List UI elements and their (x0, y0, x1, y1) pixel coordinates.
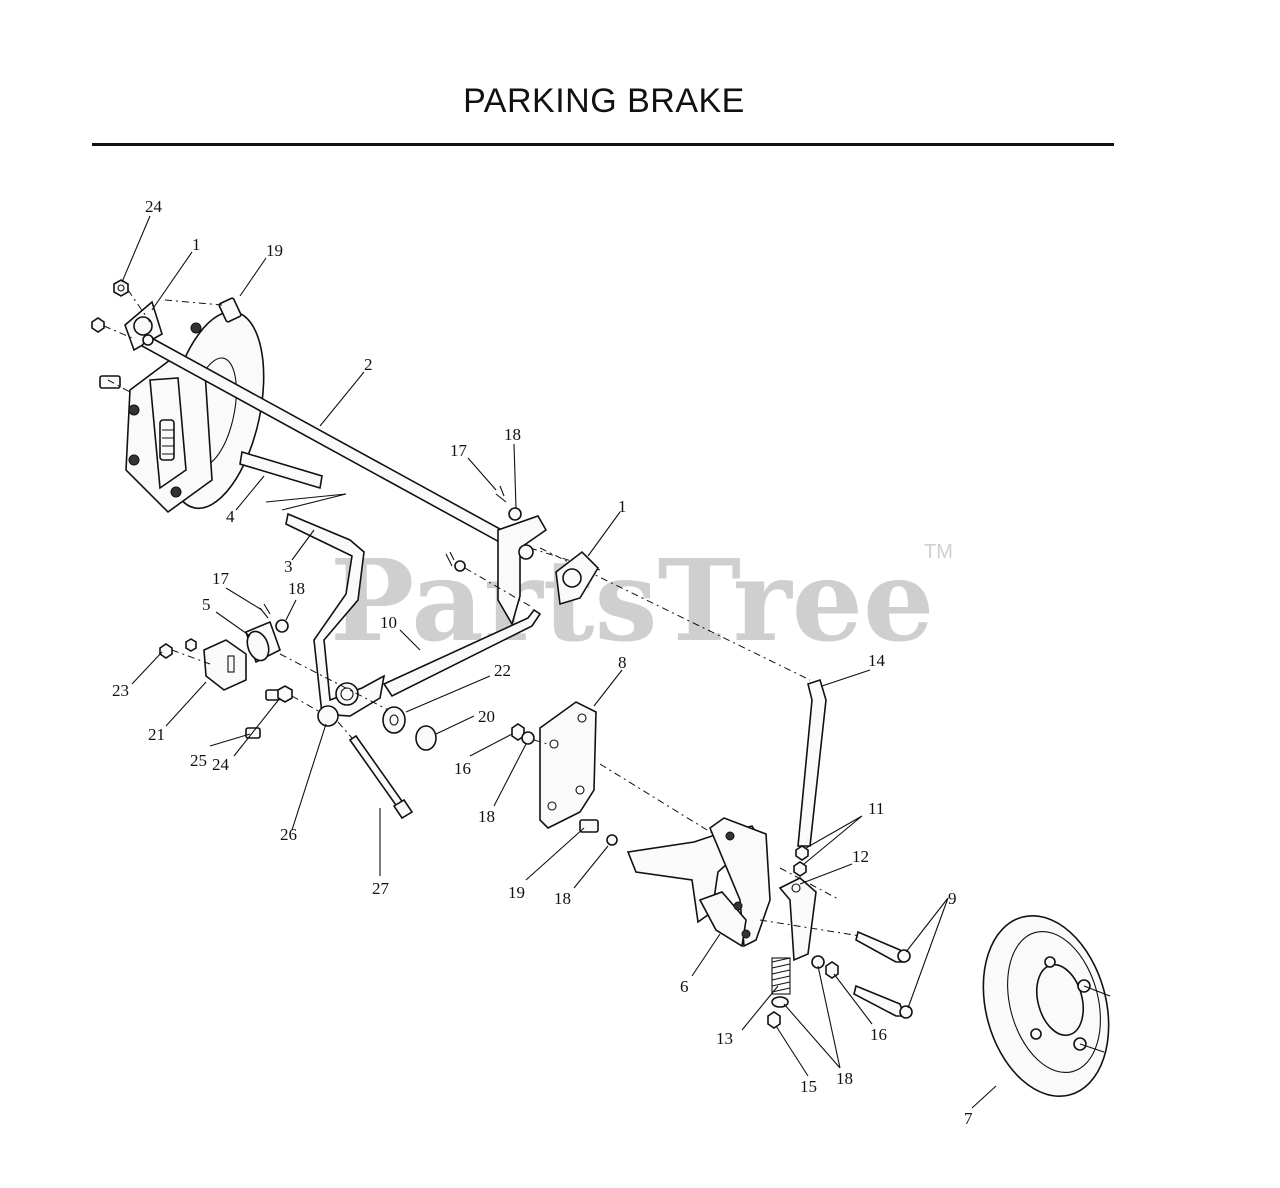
callout-27: 27 (372, 879, 390, 898)
callout-22: 22 (494, 661, 511, 680)
part-4-key (239, 450, 347, 511)
callout-10: 10 (380, 613, 397, 632)
part-18-washer-plate (521, 731, 535, 745)
part-18-washer-lower (606, 834, 618, 846)
callout-17-upper: 17 (450, 441, 468, 460)
part-22-washer (382, 706, 406, 734)
callout-labels: 24 1 19 2 18 17 1 4 3 17 18 5 10 22 20 2… (112, 197, 973, 1128)
callout-18-plate: 18 (478, 807, 495, 826)
callout-18-left: 18 (288, 579, 305, 598)
part-16-nut-link (825, 961, 839, 979)
leader-lines (121, 215, 997, 1109)
part-8-plate (539, 701, 597, 829)
callout-16-right: 16 (870, 1025, 887, 1044)
part-23-nut (159, 643, 173, 659)
part-20-clip (415, 725, 437, 751)
part-12-link (778, 877, 817, 962)
callout-26: 26 (280, 825, 297, 844)
part-19-bolt-top (218, 297, 242, 323)
part-21-bracket (203, 639, 247, 691)
callout-24-top: 24 (145, 197, 163, 216)
part-15-nut (767, 1011, 781, 1029)
callout-2: 2 (364, 355, 373, 374)
part-19-bolt-lower (579, 819, 599, 833)
part-18-washer-left (275, 619, 289, 633)
callout-21: 21 (148, 725, 165, 744)
watermark: PartsTree (330, 536, 934, 667)
part-13-spring (771, 957, 791, 995)
callout-3: 3 (284, 557, 293, 576)
callout-5: 5 (202, 595, 211, 614)
page-title: PARKING BRAKE (463, 82, 745, 120)
part-24-nut-top (113, 279, 129, 297)
callout-4: 4 (226, 507, 235, 526)
callout-6: 6 (680, 977, 689, 996)
callout-19-lower: 19 (508, 883, 525, 902)
callout-8: 8 (618, 653, 627, 672)
part-1-bracket-upper (497, 515, 600, 627)
part-10-rod (382, 608, 542, 698)
callout-17-left: 17 (212, 569, 230, 588)
callout-25: 25 (190, 751, 207, 770)
callout-11: 11 (868, 799, 884, 818)
callout-20: 20 (478, 707, 495, 726)
watermark-tm: TM (924, 541, 953, 563)
part-5-bushing (245, 620, 281, 664)
part-14-rod (797, 678, 827, 847)
part-17-cotter-left (259, 603, 271, 619)
part-18-washer-upper (508, 507, 522, 521)
part-3-brake-lever (285, 512, 386, 717)
callout-13: 13 (716, 1029, 733, 1048)
part-9-bolts (853, 930, 913, 1019)
part-7-rotor (982, 914, 1111, 1098)
callout-14: 14 (868, 651, 886, 670)
callout-1-left: 1 (192, 235, 201, 254)
callout-12: 12 (852, 847, 869, 866)
part-27-bolt (348, 734, 414, 820)
callout-24-lower: 24 (212, 755, 230, 774)
part-11-nut-a (795, 845, 809, 861)
callout-9: 9 (948, 889, 957, 908)
part-24-nut-lower (277, 685, 293, 703)
callout-18-lower: 18 (554, 889, 571, 908)
callout-7: 7 (964, 1109, 973, 1128)
callout-18-upper: 18 (504, 425, 521, 444)
part-26-spacer (317, 705, 339, 727)
part-11-nut-b (793, 861, 807, 877)
part-6-bracket (626, 817, 771, 948)
callout-16-left: 16 (454, 759, 471, 778)
callout-15: 15 (800, 1077, 817, 1096)
callout-19-top: 19 (266, 241, 283, 260)
callout-18-right: 18 (836, 1069, 853, 1088)
title-rule (92, 143, 1114, 146)
callout-23: 23 (112, 681, 129, 700)
callout-1-right: 1 (618, 497, 627, 516)
part-17-cotter-upper (495, 485, 507, 503)
